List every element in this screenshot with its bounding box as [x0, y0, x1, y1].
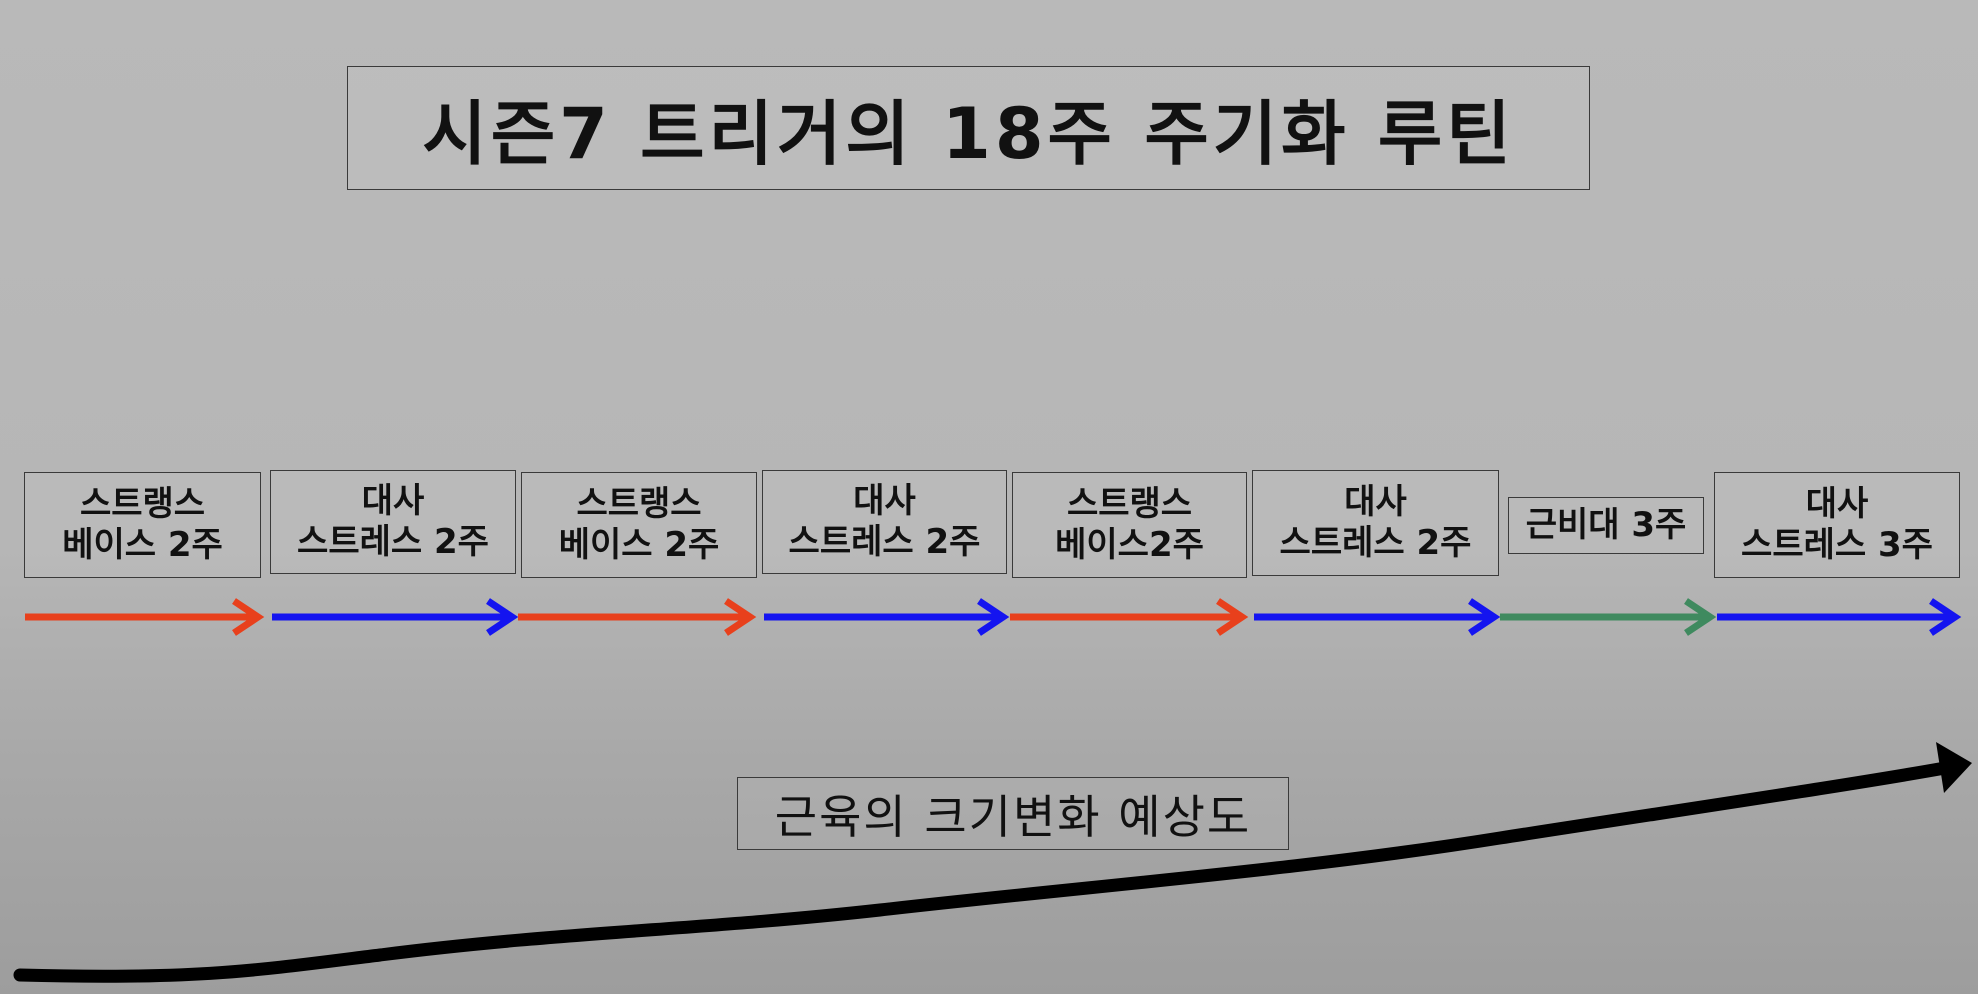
- phase-box-5: 스트랭스 베이스2주: [1012, 472, 1247, 578]
- timeline-arrows: [25, 598, 1962, 636]
- phase-box-8: 대사 스트레스 3주: [1714, 472, 1960, 578]
- timeline-arrowhead-8: [1929, 598, 1962, 636]
- diagram-title: 시즌7 트리거의 18주 주기화 루틴: [422, 92, 1515, 175]
- phase-label-5a: 스트랭스: [1066, 483, 1193, 524]
- phase-box-1: 스트랭스 베이스 2주: [24, 472, 261, 578]
- phase-label-4b: 스트레스 2주: [788, 522, 981, 562]
- muscle-growth-curve: [13, 742, 1972, 983]
- growth-curve-arrowhead: [1936, 742, 1972, 793]
- phase-label-4a: 대사: [853, 480, 916, 521]
- timeline-arrowhead-3: [724, 598, 757, 636]
- phase-box-3: 스트랭스 베이스 2주: [521, 472, 757, 578]
- phase-label-2b: 스트레스 2주: [297, 522, 489, 562]
- phase-box-2: 대사 스트레스 2주: [270, 470, 516, 574]
- phase-box-7: 근비대 3주: [1508, 497, 1704, 554]
- timeline-arrowhead-2: [486, 598, 519, 636]
- phase-label-1b: 베이스 2주: [62, 525, 223, 565]
- phase-label-7a: 근비대 3주: [1525, 504, 1687, 545]
- growth-curve-line: [13, 761, 1952, 983]
- timeline-arrowhead-5: [1216, 598, 1249, 636]
- title-box: 시즌7 트리거의 18주 주기화 루틴: [347, 66, 1590, 190]
- phase-label-6b: 스트레스 2주: [1279, 523, 1472, 563]
- phase-box-4: 대사 스트레스 2주: [762, 470, 1007, 574]
- timeline-arrowhead-7: [1684, 598, 1717, 636]
- phase-label-8a: 대사: [1805, 483, 1869, 524]
- phase-label-2a: 대사: [361, 480, 425, 521]
- phase-label-8b: 스트레스 3주: [1741, 525, 1933, 565]
- phase-box-6: 대사 스트레스 2주: [1252, 470, 1499, 576]
- phase-label-1a: 스트랭스: [79, 483, 206, 524]
- phase-label-3b: 베이스 2주: [558, 525, 720, 565]
- timeline-arrowhead-1: [232, 598, 265, 636]
- phase-label-6a: 대사: [1344, 481, 1407, 522]
- timeline-arrowhead-4: [977, 598, 1010, 636]
- phase-label-3a: 스트랭스: [576, 483, 702, 524]
- phase-label-5b: 베이스2주: [1055, 525, 1204, 565]
- curve-label-box: 근육의 크기변화 예상도: [737, 777, 1289, 850]
- curve-label: 근육의 크기변화 예상도: [774, 789, 1252, 844]
- timeline-arrowhead-6: [1468, 598, 1501, 636]
